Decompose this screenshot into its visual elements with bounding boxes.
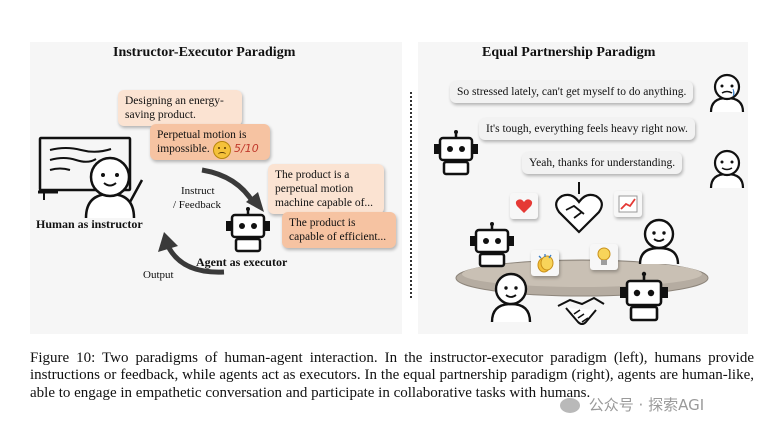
bubble-perpetual: Perpetual motion is impossible. <box>150 124 270 160</box>
human-label: Human as instructor <box>36 217 143 231</box>
wechat-icon <box>560 398 580 413</box>
human-thanks-icon <box>709 149 745 189</box>
right-title: Equal Partnership Paradigm <box>482 45 656 60</box>
instruct-label: Instruct <box>181 185 215 197</box>
perpetual-text: Perpetual motion is impossible. <box>157 129 247 155</box>
bubble-product-1: The product is a perpetual motion machin… <box>268 164 384 214</box>
feedback-label: / Feedback <box>173 199 221 211</box>
robot-table-left-icon <box>470 222 514 268</box>
human-crying-icon <box>709 73 745 113</box>
bubble-designing: Designing an energy-saving product. <box>118 90 242 126</box>
bubble-thanks: Yeah, thanks for understanding. <box>522 152 683 174</box>
output-arrow-icon <box>158 232 225 275</box>
whiteboard-icon <box>38 136 132 200</box>
human-instructor-icon <box>84 156 144 219</box>
chart-icon <box>614 191 642 217</box>
figure-caption: Figure 10: Two paradigms of human-agent … <box>30 350 754 401</box>
heart-icon <box>510 193 538 219</box>
bubble-product-2: The product is capable of efficient... <box>282 212 396 248</box>
score-text: 5/10 <box>234 142 259 155</box>
divider-line <box>410 92 412 298</box>
sad-face-icon <box>213 141 231 159</box>
left-title: Instructor-Executor Paradigm <box>113 45 296 60</box>
watermark-text: 公众号 · 探索AGI <box>588 396 705 414</box>
handshake-icon <box>557 296 605 325</box>
agent-label: Agent as executor <box>196 255 288 269</box>
bubble-stressed: So stressed lately, can't get myself to … <box>450 81 694 103</box>
clap-icon <box>531 250 559 276</box>
human-table-front-icon <box>490 272 532 323</box>
lightbulb-icon <box>590 244 618 270</box>
instruct-arrow-icon <box>201 167 264 212</box>
robot-table-front-icon <box>620 271 668 322</box>
human-table-right-icon <box>638 218 680 265</box>
output-label: Output <box>143 269 174 281</box>
bubble-tough: It's tough, everything feels heavy right… <box>479 118 695 140</box>
watermark: 公众号 · 探索AGI <box>560 394 704 415</box>
agent-executor-icon <box>226 207 270 253</box>
heart-handshake-icon <box>555 182 603 234</box>
agent-robot-icon <box>434 130 478 176</box>
